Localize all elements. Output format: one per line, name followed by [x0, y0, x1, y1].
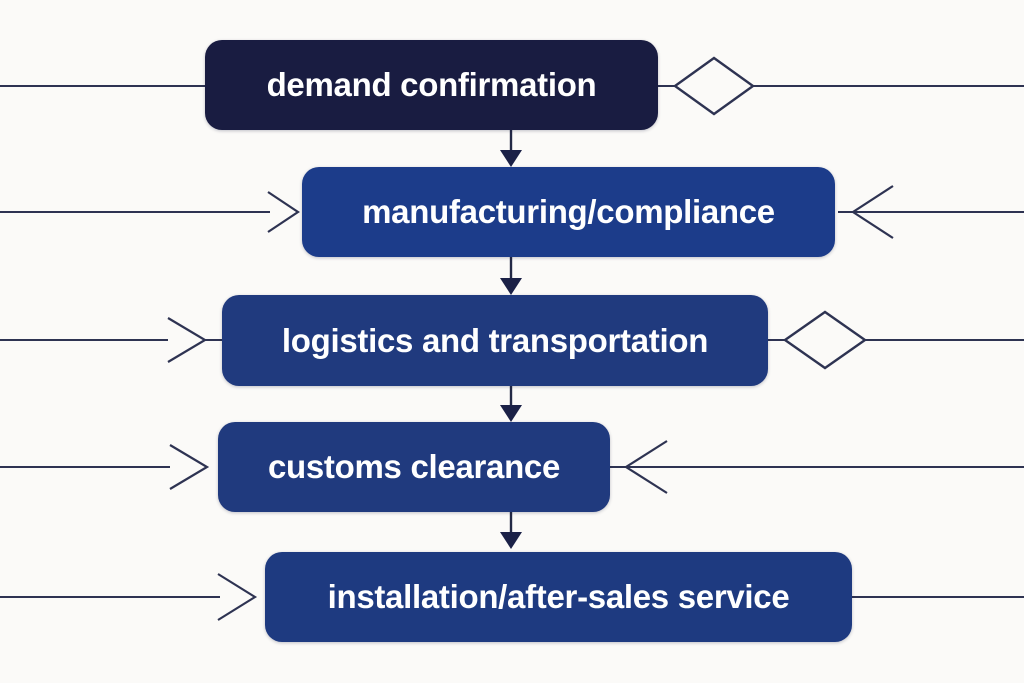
- flow-node-installation-after-sales: installation/after-sales service: [265, 552, 852, 642]
- flow-node-label: manufacturing/compliance: [362, 193, 775, 230]
- flow-node-logistics-transportation: logistics and transportation: [222, 295, 768, 386]
- flow-node-customs-clearance: customs clearance: [218, 422, 610, 512]
- flow-node-label: demand confirmation: [266, 66, 597, 103]
- chevron-right-icon: [267, 191, 300, 233]
- flow-node-demand-confirmation: demand confirmation: [205, 40, 658, 130]
- flow-node-label: installation/after-sales service: [327, 578, 790, 615]
- chevron-right-icon: [167, 317, 208, 363]
- diamond-icon: [782, 310, 868, 370]
- flow-node-label: logistics and transportation: [281, 321, 709, 359]
- flow-node-label: customs clearance: [267, 448, 561, 485]
- chevron-left-icon: [850, 185, 894, 239]
- flow-node-manufacturing-compliance: manufacturing/compliance: [302, 167, 835, 257]
- down-arrow-icon: [500, 130, 522, 167]
- down-arrow-icon: [500, 512, 522, 549]
- down-arrow-icon: [500, 386, 522, 422]
- diamond-icon: [672, 56, 756, 116]
- down-arrow-icon: [500, 257, 522, 295]
- chevron-right-icon: [217, 573, 258, 621]
- chevron-right-icon: [169, 444, 210, 490]
